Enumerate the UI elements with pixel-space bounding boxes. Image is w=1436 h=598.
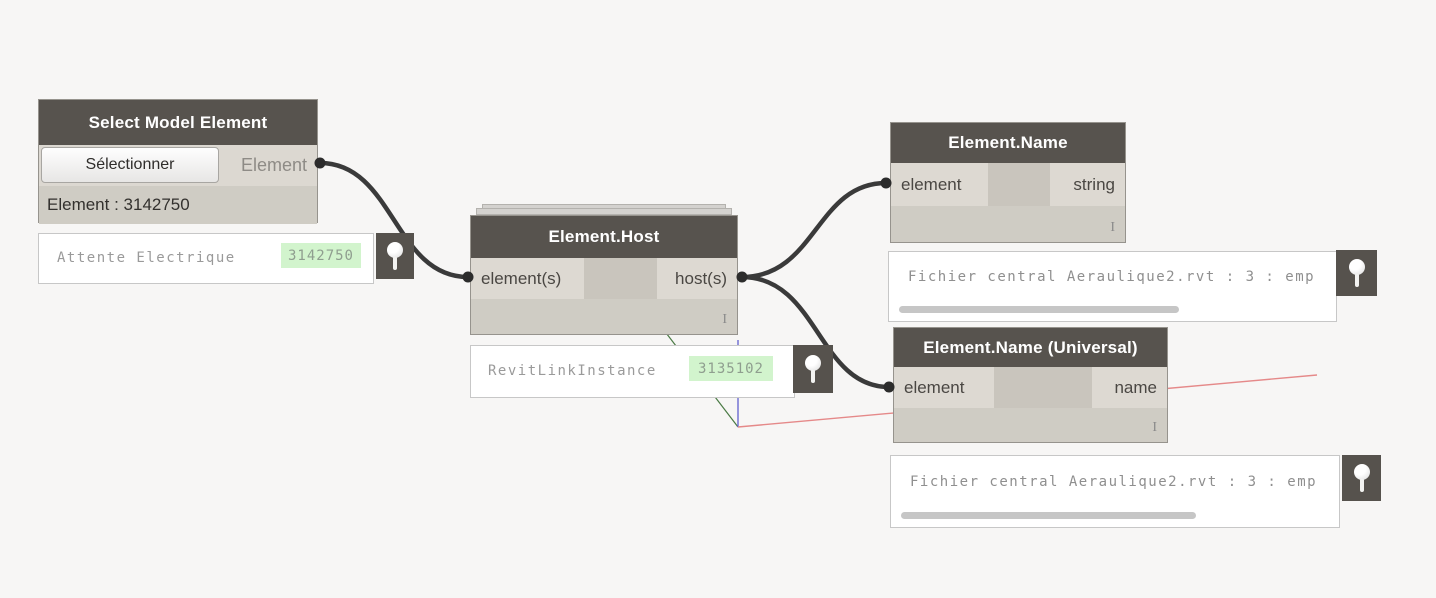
pushpin-icon — [805, 355, 821, 371]
node-title-bar[interactable]: Element.Name — [891, 123, 1125, 163]
preview-text: Fichier central Aeraulique2.rvt : 3 : em… — [910, 474, 1318, 490]
output-port-element[interactable]: Element — [240, 155, 307, 175]
node-port-row: element string — [891, 163, 1125, 206]
pushpin-icon-stem — [811, 370, 815, 383]
pushpin-icon — [1348, 259, 1365, 275]
node-port-row: element name — [894, 367, 1167, 408]
input-port-element[interactable]: element — [894, 367, 994, 408]
preview-value-label: Attente Electrique — [57, 250, 236, 266]
node-element-host[interactable]: Element.Host element(s) host(s) I — [470, 215, 738, 335]
wire-host-to-name[interactable] — [739, 180, 889, 280]
pin-button-name-preview[interactable] — [1336, 250, 1377, 296]
output-port-string[interactable]: string — [1050, 163, 1125, 206]
node-title: Select Model Element — [88, 112, 268, 132]
node-title: Element.Name (Universal) — [923, 337, 1138, 357]
node-element-name-universal[interactable]: Element.Name (Universal) element name I — [893, 327, 1168, 443]
output-port-hosts[interactable]: host(s) — [657, 258, 737, 299]
host-stack-layer-bottom — [476, 208, 732, 215]
preview-text: Fichier central Aeraulique2.rvt : 3 : em… — [908, 269, 1316, 285]
input-port-element[interactable]: element — [891, 163, 988, 206]
pushpin-icon — [1353, 464, 1370, 480]
lacing-indicator[interactable]: I — [722, 312, 727, 327]
port-connector-dot[interactable] — [736, 271, 748, 283]
pin-button-universal-preview[interactable] — [1342, 455, 1381, 501]
node-footer: I — [894, 408, 1167, 442]
lacing-indicator[interactable]: I — [1110, 220, 1115, 235]
preview-value-label: RevitLinkInstance — [488, 363, 657, 379]
pin-button-host-preview[interactable] — [793, 345, 833, 393]
node-select-model-element[interactable]: Select Model Element Sélectionner Elemen… — [38, 99, 318, 224]
pushpin-icon-stem — [1354, 274, 1359, 287]
lacing-indicator[interactable]: I — [1152, 420, 1157, 435]
horizontal-scrollbar[interactable] — [901, 512, 1196, 519]
pushpin-icon-stem — [1359, 479, 1364, 492]
node-element-name[interactable]: Element.Name element string I — [890, 122, 1126, 243]
node-title-bar[interactable]: Element.Host — [471, 216, 737, 258]
node-port-row: Sélectionner Element — [39, 145, 317, 186]
pushpin-icon-stem — [393, 257, 397, 270]
node-title: Element.Name — [948, 133, 1068, 152]
node-footer: I — [471, 299, 737, 334]
node-title-bar[interactable]: Element.Name (Universal) — [894, 328, 1167, 367]
preview-bubble-select: Attente Electrique 3142750 — [38, 233, 374, 284]
element-id-badge: 3142750 — [281, 243, 361, 268]
select-element-button[interactable]: Sélectionner — [41, 147, 219, 183]
node-title-bar[interactable]: Select Model Element — [39, 100, 317, 145]
node-title: Element.Host — [548, 227, 660, 246]
input-port-elements[interactable]: element(s) — [471, 258, 584, 299]
preview-bubble-name: Fichier central Aeraulique2.rvt : 3 : em… — [888, 251, 1337, 322]
preview-bubble-universal: Fichier central Aeraulique2.rvt : 3 : em… — [890, 455, 1340, 528]
pushpin-icon — [387, 242, 403, 258]
element-id-badge: 3135102 — [689, 356, 773, 381]
pin-button-select-preview[interactable] — [376, 233, 414, 279]
selection-status: Element : 3142750 — [39, 186, 317, 224]
preview-bubble-host: RevitLinkInstance 3135102 — [470, 345, 795, 398]
horizontal-scrollbar[interactable] — [899, 306, 1179, 313]
output-port-name[interactable]: name — [1092, 367, 1167, 408]
node-footer: I — [891, 206, 1125, 242]
node-port-row: element(s) host(s) — [471, 258, 737, 299]
